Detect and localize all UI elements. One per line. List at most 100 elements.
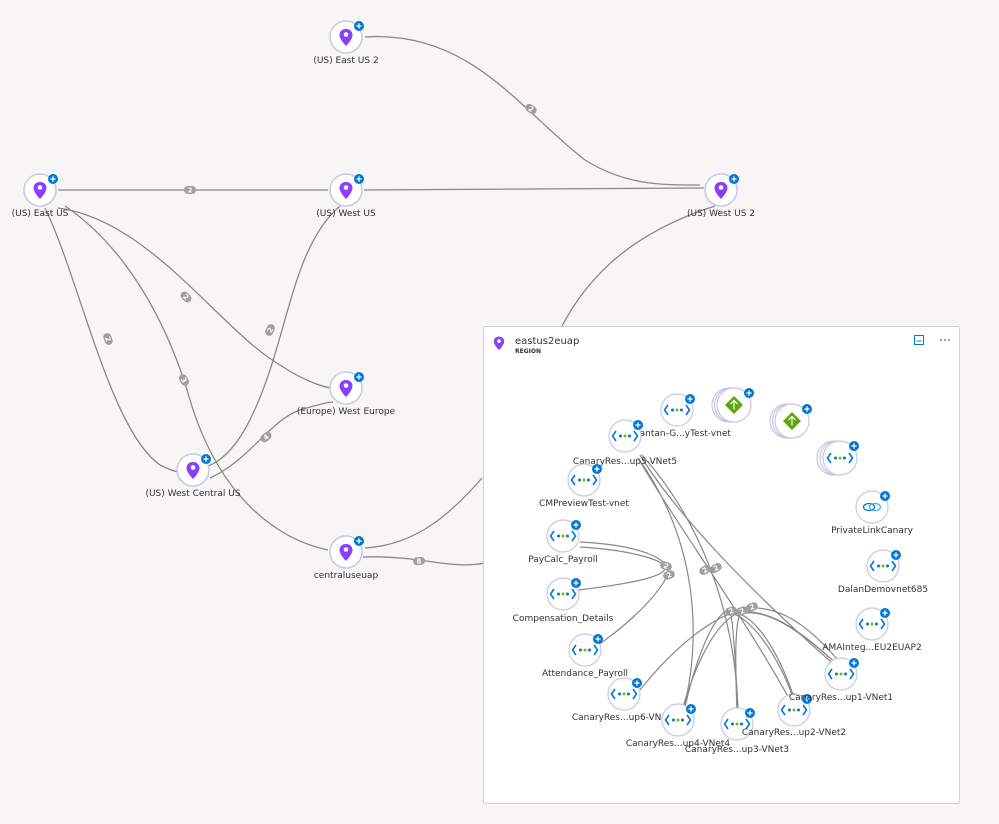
vnet-label: Compensation_Details bbox=[513, 614, 614, 624]
vnet-node-cmpreview[interactable]: CMPreviewTest-vnet bbox=[539, 463, 629, 509]
expand-plus-icon[interactable] bbox=[743, 387, 755, 399]
vnet-node-amainteg[interactable]: AMAInteg...EU2EUAP2 bbox=[822, 607, 922, 653]
vnet-node-sayantan[interactable]: Sayantan-G...yTest-vnet bbox=[623, 393, 731, 439]
link-vnet4-vnet2[interactable] bbox=[683, 611, 793, 713]
region-label: centraluseuap bbox=[314, 571, 379, 581]
region-links bbox=[44, 35, 716, 566]
region-node-east-us-2[interactable]: (US) East US 2 bbox=[313, 20, 379, 66]
expand-plus-icon[interactable] bbox=[728, 173, 740, 185]
expand-plus-icon[interactable] bbox=[632, 419, 644, 431]
link-east-us-2-west-us-2[interactable] bbox=[364, 35, 701, 186]
vnet-node-vnet4[interactable]: CanaryRes...up4-VNet4 bbox=[626, 703, 731, 749]
panel-title: eastus2euap bbox=[515, 336, 579, 347]
link-count: 2 bbox=[666, 571, 673, 580]
vnet-node-vnet1[interactable]: CanaryRes...up1-VNet1 bbox=[789, 657, 893, 703]
vnet-link-badges: 2 2 2 2 2 2 2 bbox=[660, 561, 758, 616]
vnet-node-vnet2[interactable]: CanaryRes...up2-VNet2 bbox=[742, 693, 846, 738]
link-count: 2 bbox=[701, 566, 709, 575]
link-panel-centraluseuap-b[interactable] bbox=[364, 477, 483, 549]
link-west-us-2-panel[interactable] bbox=[559, 205, 716, 331]
vnet-label: Attendance_Payroll bbox=[542, 669, 628, 679]
vnet-node-dalan[interactable]: DalanDemovnet685 bbox=[838, 549, 928, 595]
link-west-central-us-west-europe[interactable] bbox=[209, 401, 334, 479]
stacked-load-balancer-group[interactable] bbox=[769, 403, 813, 439]
link-count-badge: 2 bbox=[736, 606, 748, 616]
link-count-badge: 2 bbox=[725, 606, 737, 616]
vnet-node-vnet5[interactable]: CanaryRes...up5-VNet5 bbox=[573, 419, 677, 467]
expand-plus-icon[interactable] bbox=[570, 577, 582, 589]
link-vnet5-vnet4[interactable] bbox=[637, 457, 694, 709]
region-node-west-us[interactable]: (US) West US bbox=[316, 173, 376, 219]
expand-plus-icon[interactable] bbox=[890, 549, 902, 561]
link-paycalc-attendance[interactable] bbox=[579, 541, 669, 649]
vnet-label: CMPreviewTest-vnet bbox=[539, 499, 629, 509]
collapse-icon[interactable] bbox=[914, 335, 924, 345]
link-west-us-west-central-us[interactable] bbox=[202, 205, 341, 469]
vnet-label: CanaryRes...up4-VNet4 bbox=[626, 739, 731, 749]
link-count-badge: 8 bbox=[413, 556, 425, 566]
vnet-label: CanaryRes...up5-VNet5 bbox=[573, 457, 677, 467]
link-count-badge: 2 bbox=[103, 333, 113, 345]
link-east-us-centraluseuap[interactable] bbox=[64, 205, 329, 551]
expand-plus-icon[interactable] bbox=[801, 403, 813, 415]
stacked-load-balancer-group[interactable] bbox=[711, 387, 755, 423]
region-node-west-europe[interactable]: (Europe) West Europe bbox=[297, 371, 396, 417]
region-label: (Europe) West Europe bbox=[297, 407, 396, 417]
expand-plus-icon[interactable] bbox=[353, 371, 365, 383]
expand-plus-icon[interactable] bbox=[631, 677, 643, 689]
vnet-node-vnet3[interactable]: CanaryRes...up3-VNet3 bbox=[685, 707, 789, 755]
expand-plus-icon[interactable] bbox=[879, 607, 891, 619]
vnet-node-paycalc[interactable]: PayCalc_Payroll bbox=[528, 519, 598, 565]
more-options-icon[interactable] bbox=[940, 339, 950, 341]
region-node-west-us-2[interactable]: (US) West US 2 bbox=[687, 173, 755, 219]
link-centraluseuap-panel[interactable] bbox=[362, 556, 486, 566]
link-count-badge: 3 bbox=[179, 374, 189, 386]
region-label: (US) East US 2 bbox=[313, 56, 378, 66]
expand-plus-icon[interactable] bbox=[685, 703, 697, 715]
link-count-badge: 2 bbox=[180, 291, 192, 303]
region-node-west-central-us[interactable]: (US) West Central US bbox=[145, 453, 241, 499]
expand-plus-icon[interactable] bbox=[353, 20, 365, 32]
link-count-badge: 2 bbox=[525, 103, 537, 114]
vnet-node-attendance[interactable]: Attendance_Payroll bbox=[542, 633, 628, 679]
expand-plus-icon[interactable] bbox=[744, 707, 756, 719]
expand-plus-icon[interactable] bbox=[200, 453, 212, 465]
expand-plus-icon[interactable] bbox=[684, 393, 696, 405]
stacked-vnet-group[interactable] bbox=[816, 440, 860, 476]
panel-subtitle: REGION bbox=[515, 348, 541, 355]
link-count: 2 bbox=[188, 187, 193, 195]
link-vnet5-vnet2[interactable] bbox=[637, 457, 791, 701]
expand-plus-icon[interactable] bbox=[353, 535, 365, 547]
link-count: 2 bbox=[739, 607, 746, 616]
link-vnet5-vnet1[interactable] bbox=[639, 454, 839, 669]
vnet-label: Sayantan-G...yTest-vnet bbox=[623, 429, 731, 439]
link-count: 4 bbox=[262, 433, 271, 442]
link-count: 2 bbox=[728, 607, 735, 616]
region-panel-eastus2euap[interactable]: eastus2euap REGION 2 2 2 2 bbox=[483, 326, 960, 804]
region-node-centraluseuap[interactable]: centraluseuap bbox=[314, 535, 379, 581]
vnet-node-compensation[interactable]: Compensation_Details bbox=[513, 577, 614, 624]
link-count: 2 bbox=[712, 564, 720, 573]
vnet-node-vnet6[interactable]: CanaryRes...up6-VNet6 bbox=[572, 677, 677, 723]
link-west-us-west-us-2[interactable] bbox=[363, 187, 705, 191]
link-count: 3 bbox=[179, 376, 188, 384]
expand-plus-icon[interactable] bbox=[570, 519, 582, 531]
region-node-east-us[interactable]: (US) East US bbox=[12, 173, 69, 219]
expand-plus-icon[interactable] bbox=[848, 440, 860, 452]
expand-plus-icon[interactable] bbox=[591, 463, 603, 475]
expand-plus-icon[interactable] bbox=[592, 633, 604, 645]
expand-plus-icon[interactable] bbox=[879, 490, 891, 502]
vnet-label: PayCalc_Payroll bbox=[528, 555, 598, 565]
link-east-us-west-europe[interactable] bbox=[57, 207, 333, 389]
expand-plus-icon[interactable] bbox=[47, 173, 59, 185]
link-count: 2 bbox=[526, 105, 535, 114]
vnet-label: AMAInteg...EU2EUAP2 bbox=[822, 643, 921, 653]
vnet-links bbox=[577, 454, 839, 713]
expand-plus-icon[interactable] bbox=[353, 173, 365, 185]
private-link-node[interactable]: PrivateLinkCanary bbox=[831, 490, 914, 536]
expand-plus-icon[interactable] bbox=[848, 657, 860, 669]
link-east-us-west-central-us[interactable] bbox=[44, 207, 181, 473]
link-count: 2 bbox=[662, 562, 669, 571]
vnet-label: CanaryRes...up3-VNet3 bbox=[685, 745, 789, 755]
